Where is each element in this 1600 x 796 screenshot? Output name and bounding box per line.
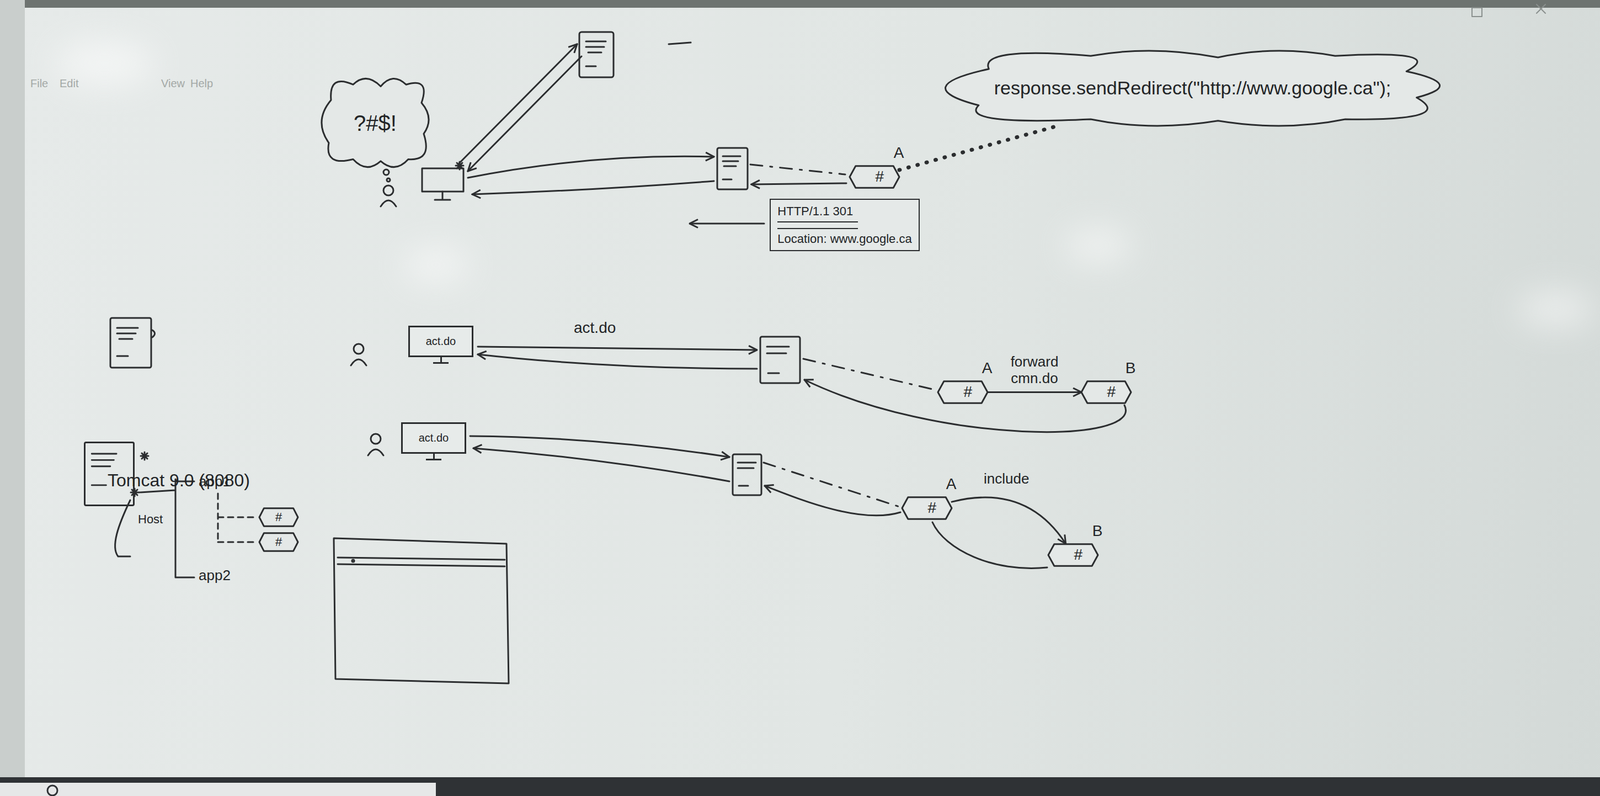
- text-holder: #: [870, 165, 890, 188]
- outline-path: [849, 166, 900, 188]
- outline-path: [1048, 544, 1098, 566]
- browser-screen: act.do: [408, 325, 474, 357]
- thought-cloud: response.sendRedirect("http://www.google…: [937, 49, 1448, 127]
- glare: [55, 41, 1595, 326]
- text-holder: ?#$!: [353, 110, 397, 136]
- node-text: Location: www.google.ca: [777, 231, 912, 246]
- edge-label: forward cmn.do: [998, 353, 1071, 387]
- component-outline: [937, 380, 988, 404]
- node-text: #: [875, 167, 885, 186]
- component-outline: [1048, 543, 1098, 567]
- menu-item: File: [30, 77, 48, 90]
- node-text: #: [275, 509, 282, 524]
- board-frame: [0, 0, 1600, 8]
- node-heading: A: [982, 359, 993, 377]
- node-heading: A: [946, 475, 957, 493]
- node-text: #: [1107, 382, 1117, 401]
- menu-item: View: [161, 77, 185, 90]
- scribble-lines: [777, 221, 858, 229]
- app-label: app1: [198, 473, 231, 490]
- component-outline: [849, 165, 900, 189]
- text-holder: HTTP/1.1 301Location: www.google.ca: [770, 199, 919, 250]
- board-frame: [0, 0, 25, 796]
- outline-path: [1081, 381, 1132, 403]
- text-holder: #: [922, 496, 943, 519]
- text-holder: act.do: [418, 327, 464, 356]
- sketch-lines: [110, 4, 1546, 684]
- outline-path: [259, 508, 298, 527]
- component-box: #: [259, 507, 298, 527]
- text-holder: #: [270, 532, 287, 551]
- menu-item: Help: [190, 77, 213, 90]
- dotted-connector: [899, 126, 1054, 170]
- taskbar-icon: [47, 785, 58, 796]
- outline-path: [321, 78, 429, 167]
- text-holder: #: [270, 507, 287, 526]
- outline-path: [259, 532, 298, 552]
- monitor-base: [425, 458, 442, 461]
- text-holder: #: [1068, 543, 1089, 566]
- taskbar: [0, 776, 1600, 796]
- node-text: #: [928, 498, 937, 517]
- app-label: app2: [198, 567, 231, 584]
- server-icon: Tomcat 9.0 (8080): [83, 441, 135, 506]
- arrow-connector: [987, 391, 1082, 393]
- component-outline: [902, 496, 952, 520]
- component-box: B#: [1048, 543, 1098, 567]
- text-holder: act.do: [411, 423, 457, 452]
- node-text: response.sendRedirect("http://www.google…: [994, 77, 1392, 99]
- node-text: #: [275, 534, 282, 549]
- request-label: act.do: [573, 318, 616, 337]
- text-holder: #: [1101, 380, 1122, 403]
- component-box: B#: [1081, 380, 1132, 404]
- host-label: Host: [137, 512, 163, 526]
- node-text: #: [1074, 545, 1084, 564]
- outline-path: [937, 381, 988, 403]
- node-text: #: [963, 382, 973, 401]
- node-text: act.do: [418, 431, 449, 445]
- taskbar: [0, 782, 436, 796]
- outline-path: [945, 50, 1440, 126]
- node-heading: A: [893, 144, 905, 162]
- monitor-base: [433, 361, 449, 364]
- component-box: A#: [937, 380, 988, 404]
- node-text: HTTP/1.1 301: [777, 204, 912, 218]
- node-text: act.do: [425, 334, 456, 348]
- text-holder: response.sendRedirect("http://www.google…: [994, 77, 1392, 99]
- http-response-box: HTTP/1.1 301Location: www.google.ca: [769, 198, 920, 252]
- node-heading: B: [1125, 359, 1136, 377]
- monitor-stand: [433, 451, 435, 459]
- menu-item: Edit: [59, 77, 79, 90]
- monitor-stand: [440, 355, 442, 362]
- browser-screen: act.do: [401, 422, 467, 454]
- component-box: A#: [849, 165, 900, 189]
- text-holder: #: [958, 380, 979, 403]
- component-box: A#: [902, 496, 952, 520]
- outline-path: [902, 497, 952, 519]
- arrow-connector: [951, 497, 1066, 544]
- node-text: ?#$!: [353, 110, 397, 136]
- edge-label: include: [983, 470, 1029, 488]
- thought-cloud: ?#$!: [320, 77, 431, 169]
- component-box: #: [259, 532, 298, 552]
- node-heading: B: [1092, 521, 1103, 540]
- component-outline: [1081, 380, 1132, 404]
